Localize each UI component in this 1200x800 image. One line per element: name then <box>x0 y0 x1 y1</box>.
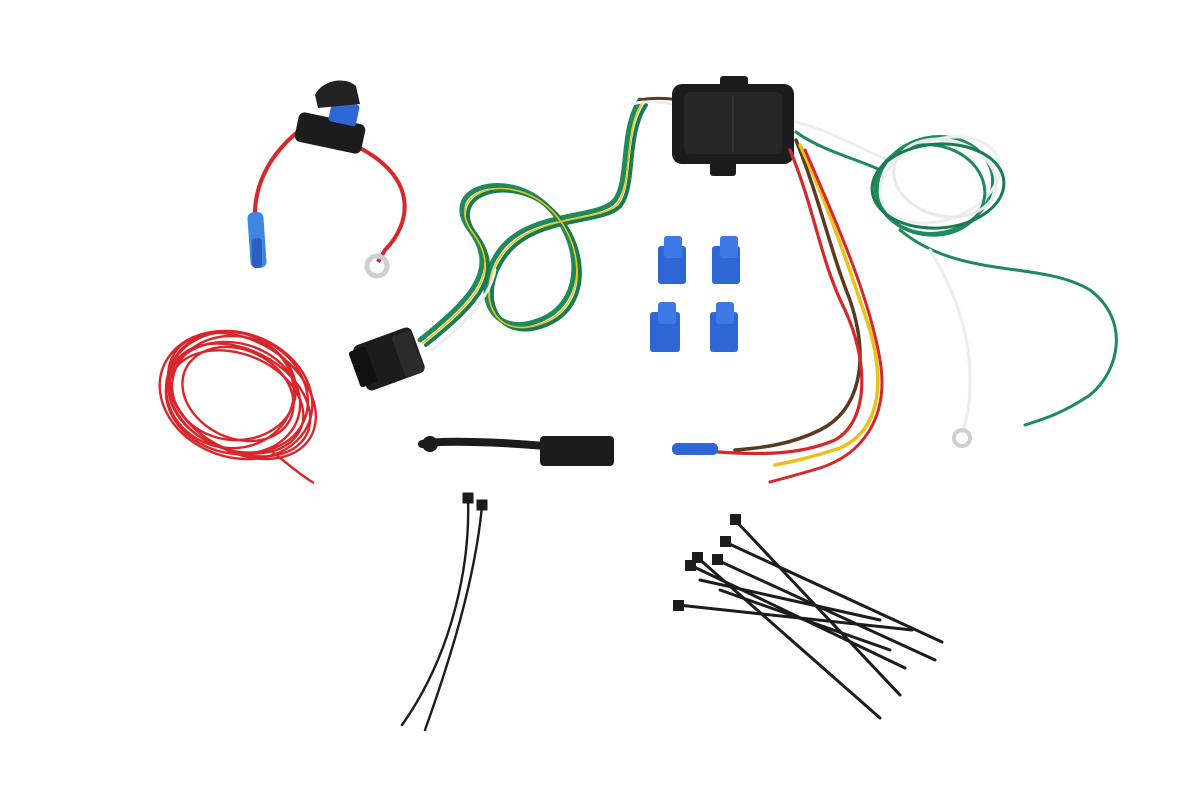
tap-connectors <box>650 236 740 352</box>
dust-cap-body <box>540 436 614 466</box>
cable-ties-pair <box>400 492 488 732</box>
module-mount <box>710 160 736 176</box>
tap-connector <box>712 236 740 284</box>
wire-harness <box>417 97 682 352</box>
tap-connector <box>658 236 686 284</box>
cable-tie <box>718 588 892 652</box>
4-way-flat-connector <box>348 327 425 391</box>
tap-connector <box>650 302 680 352</box>
cable-tie <box>400 498 470 727</box>
lighting-wire-coil <box>794 120 1118 448</box>
module-output-wires <box>672 138 884 484</box>
harness-yellow-wire <box>422 101 644 344</box>
dust-cap-strap <box>418 437 549 450</box>
cable-tie <box>423 504 484 732</box>
cable-tie <box>723 540 944 644</box>
connector-ribs <box>391 330 425 378</box>
inline-fuse-holder <box>247 80 407 279</box>
output-red-wire <box>768 148 884 484</box>
output-brown-wire <box>733 138 862 452</box>
output-white-wire <box>928 248 972 434</box>
power-wire-coil <box>158 329 318 485</box>
output-red-wire <box>716 148 864 456</box>
module-tab <box>720 76 748 88</box>
ground-ring-terminal <box>952 428 972 448</box>
fuse-lead-wire <box>359 146 407 264</box>
output-yellow-wire <box>773 143 880 467</box>
blue-butt-connector <box>672 443 718 455</box>
fuse-cap <box>315 80 360 108</box>
ring-terminal <box>364 253 390 279</box>
cable-ties-bundle <box>673 514 944 720</box>
connector-face <box>348 346 378 388</box>
dust-cap <box>418 436 614 466</box>
cable-tie <box>715 558 937 662</box>
tap-connector <box>710 302 738 352</box>
output-green-wire <box>898 228 1118 427</box>
cable-tie <box>698 578 882 622</box>
converter-module <box>672 76 794 176</box>
harness-white-wire <box>430 268 497 352</box>
butt-connector-sleeve <box>252 238 262 268</box>
fuse-blade <box>328 99 360 127</box>
harness-green-wire <box>424 103 648 347</box>
harness-green-wire <box>417 97 643 343</box>
